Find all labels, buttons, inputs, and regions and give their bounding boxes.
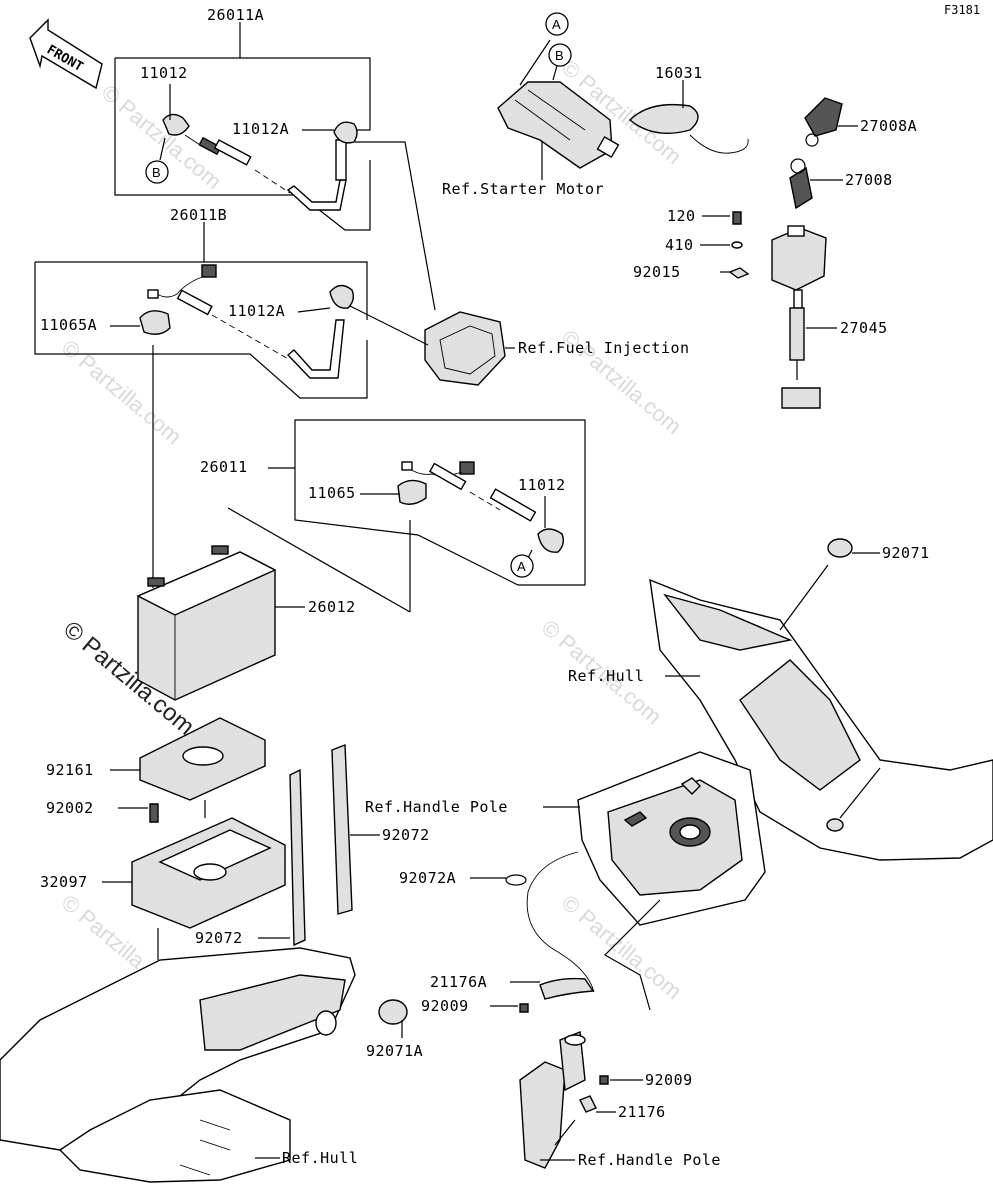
ref-hull-right: Ref.Hull	[568, 667, 644, 685]
label-26011B: 26011B	[170, 206, 227, 224]
label-11012A-mid: 11012A	[228, 302, 285, 320]
ref-starter-motor: Ref.Starter Motor	[442, 180, 604, 198]
harness-26011A-group: 26011A 11012 11012A B	[114, 6, 371, 231]
battery-group: 26012	[136, 507, 411, 701]
label-21176A: 21176A	[430, 973, 487, 991]
ref-handle-pole-mid: Ref.Handle Pole	[365, 798, 508, 816]
label-92009-left: 92009	[421, 997, 469, 1015]
label-27008: 27008	[845, 171, 893, 189]
hull-right-group: Ref.Hull 92071	[568, 538, 993, 861]
front-arrow: FRONT	[29, 18, 103, 90]
fuel-injection-group: Ref.Fuel Injection	[349, 141, 690, 386]
label-26012: 26012	[308, 598, 356, 616]
ref-handle-pole-bottom: Ref.Handle Pole	[578, 1151, 721, 1169]
label-27008A: 27008A	[860, 117, 917, 135]
label-120: 120	[667, 207, 696, 225]
label-32097: 32097	[40, 873, 88, 891]
label-92015: 92015	[633, 263, 681, 281]
label-11012-top: 11012	[140, 64, 188, 82]
label-92071: 92071	[882, 544, 930, 562]
figure-code: F3181	[944, 3, 980, 17]
handle-pole-group: Ref.Handle Pole 92072A 21176A 92009 Ref.…	[365, 751, 766, 1169]
harness-26011-group: 26011 11065 11012 A	[200, 419, 586, 612]
harness-26011B-group: 26011B 11065A 11012A	[34, 206, 368, 588]
label-21176: 21176	[618, 1103, 666, 1121]
label-92072A: 92072A	[399, 869, 456, 887]
label-27045: 27045	[840, 319, 888, 337]
label-92072-mid: 92072	[382, 826, 430, 844]
label-92072-low: 92072	[195, 929, 243, 947]
label-92009-right: 92009	[645, 1071, 693, 1089]
label-11065: 11065	[308, 484, 356, 502]
label-26011A: 26011A	[207, 6, 264, 24]
starter-motor-group: A B Ref.Starter Motor	[442, 12, 620, 198]
ref-fuel-injection: Ref.Fuel Injection	[518, 339, 690, 357]
label-11012A-top: 11012A	[232, 120, 289, 138]
label-92161: 92161	[46, 761, 94, 779]
battery-tray-group: 92161 92002 32097 92072 92072	[40, 717, 430, 960]
marker-a-mid: A	[517, 559, 526, 574]
label-11012-mid: 11012	[518, 476, 566, 494]
label-410: 410	[665, 236, 694, 254]
marker-b-top: B	[152, 165, 161, 180]
watermark: © Partzilla.com	[57, 335, 187, 449]
label-92071A: 92071A	[366, 1042, 423, 1060]
label-11065A: 11065A	[40, 316, 97, 334]
switch-parts-group: 16031 27008A 27008 120 410 92015 27045	[628, 64, 917, 409]
ref-hull-bottom: Ref.Hull	[282, 1149, 358, 1167]
label-16031: 16031	[655, 64, 703, 82]
marker-a-top: A	[552, 17, 561, 32]
label-26011: 26011	[200, 458, 248, 476]
hull-bottom-group: Ref.Hull 92071A	[0, 947, 423, 1183]
marker-b-starter: B	[555, 48, 564, 63]
label-92002: 92002	[46, 799, 94, 817]
